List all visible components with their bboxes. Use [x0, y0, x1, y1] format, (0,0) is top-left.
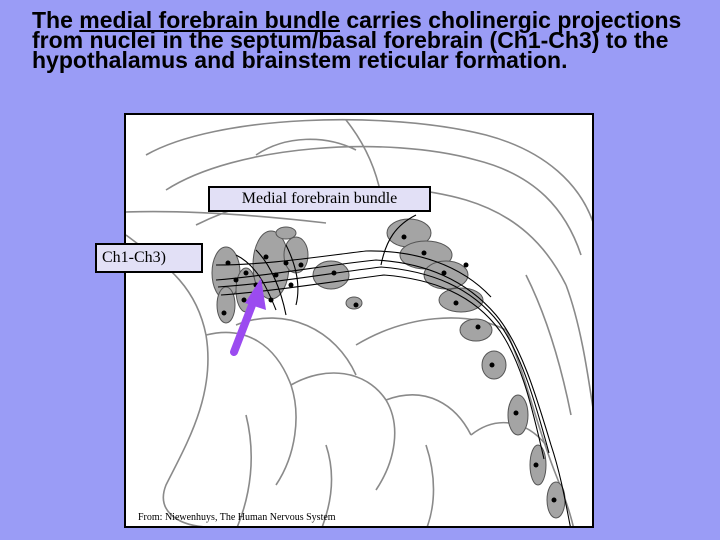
label-medial-forebrain-bundle: Medial forebrain bundle [208, 186, 431, 212]
label-ch1-ch3: Ch1-Ch3) [95, 243, 203, 273]
slide-title: The medial forebrain bundle carries chol… [32, 7, 712, 73]
title-underlined-term: medial forebrain bundle [79, 7, 340, 33]
brain-section-figure [124, 113, 594, 528]
fiber-tract-1 [215, 259, 571, 526]
title-text-end: carries cholinergic projections from nuc… [32, 7, 682, 73]
brain-drawing [126, 118, 592, 526]
outline-upper-arc [145, 118, 592, 222]
title-text-start: The [32, 7, 80, 33]
source-credit: From: Niewenhuys, The Human Nervous Syst… [138, 512, 336, 523]
outline-upper-arc-2 [165, 145, 582, 256]
